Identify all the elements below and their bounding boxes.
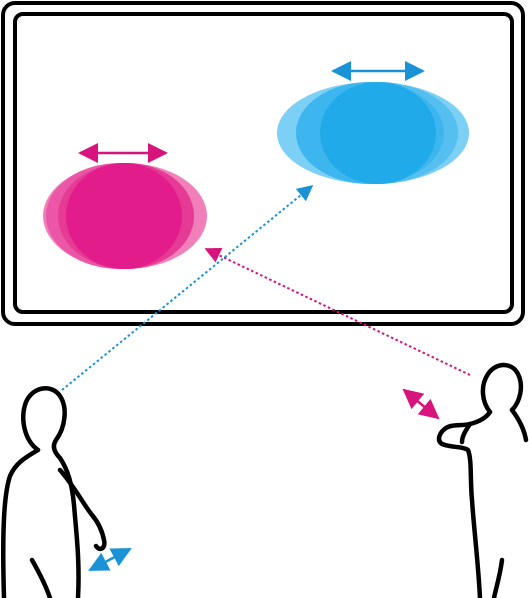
cyan-ellipse-core <box>320 82 436 184</box>
left-person-arm <box>57 467 107 552</box>
left-person-leg <box>29 557 53 598</box>
right-gesture-double-arrow-icon <box>402 388 440 420</box>
display-outer-frame <box>1 1 525 326</box>
left-gesture-double-arrow-icon <box>88 547 132 572</box>
left-person-back <box>1 447 41 598</box>
magenta-ellipse-core <box>66 163 182 269</box>
right-person-head <box>480 362 524 415</box>
cyan-pointing-ray <box>61 184 314 391</box>
cyan-ellipse-stack-icon <box>277 82 469 184</box>
right-person-icon <box>436 362 529 598</box>
right-person-leg <box>491 557 505 598</box>
left-person-front <box>57 455 81 598</box>
magenta-ellipse-stack-icon <box>43 163 207 269</box>
right-person-back <box>509 407 529 443</box>
left-person-head <box>21 386 67 461</box>
magenta-pointing-ray <box>204 247 471 376</box>
right-person-arm <box>459 421 473 445</box>
display-screen <box>1 1 525 326</box>
display-inner-frame <box>13 12 514 314</box>
right-person-front <box>436 409 493 598</box>
left-person-icon <box>1 386 107 598</box>
